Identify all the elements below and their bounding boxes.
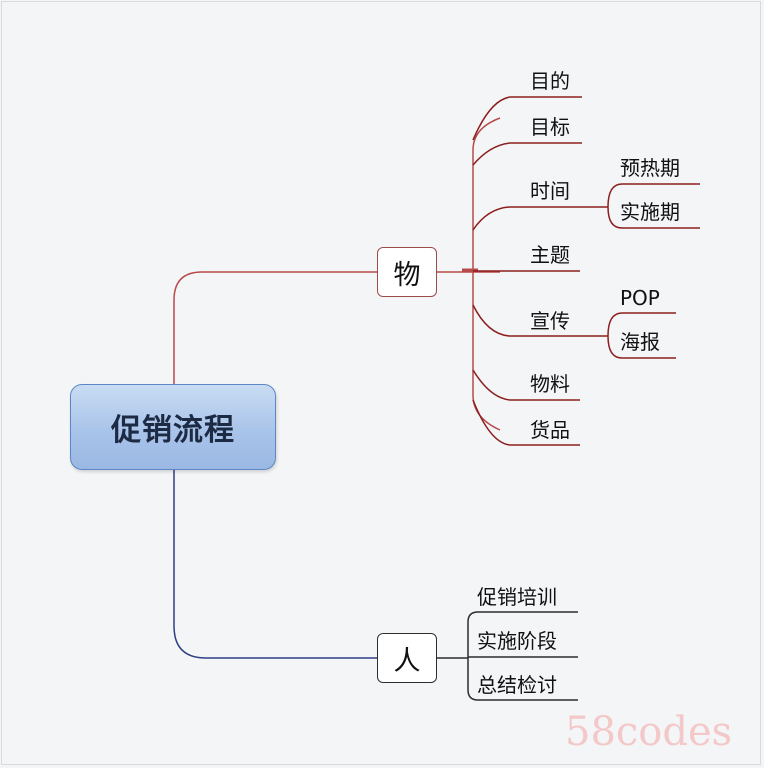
- connector-root-ren: [173, 470, 377, 659]
- connector-pop: [607, 312, 676, 337]
- node-wu-label: 物: [393, 259, 421, 291]
- root-node: 促销流程: [70, 384, 276, 470]
- connector-root-wu: [173, 271, 377, 384]
- node-wu: 物: [377, 247, 437, 297]
- leaf-wuliao: 物料: [530, 372, 570, 396]
- leaf-shishi-jieduan: 实施阶段: [477, 629, 557, 653]
- connector-zongjie-jiantao: [467, 658, 578, 701]
- connector-shishiqi: [607, 206, 700, 229]
- connector-wu-spine-vertical: [472, 117, 501, 431]
- node-ren: 人: [377, 633, 437, 683]
- leaf-zongjie-jiantao: 总结检讨: [477, 673, 557, 697]
- connector-mudi: [472, 96, 582, 141]
- leaf-huopin: 货品: [530, 418, 570, 442]
- node-ren-label: 人: [393, 645, 421, 677]
- connector-shijian: [472, 206, 608, 231]
- leaf-shishiqi: 实施期: [620, 200, 680, 224]
- leaf-yureqi: 预热期: [620, 156, 680, 180]
- leaf-shijian: 时间: [530, 179, 570, 203]
- leaf-pop: POP: [620, 286, 660, 310]
- root-label: 促销流程: [111, 413, 235, 448]
- connector-mubiao: [472, 142, 582, 166]
- leaf-zhuti: 主题: [530, 243, 570, 267]
- connector-huopin: [472, 399, 580, 446]
- leaf-cuxiao-peixun: 促销培训: [477, 585, 557, 609]
- connector-xuanchuan: [472, 304, 608, 337]
- leaf-xuanchuan: 宣传: [530, 309, 570, 333]
- connector-yurequ: [607, 183, 700, 208]
- connector-haibao: [607, 335, 676, 359]
- connector-wuliao: [472, 369, 580, 401]
- leaf-haibao: 海报: [620, 330, 660, 354]
- connector-cuxiao-peixun: [467, 611, 578, 658]
- watermark: 58codes: [565, 709, 733, 755]
- leaf-mudi: 目的: [530, 69, 570, 93]
- leaf-mubiao: 目标: [530, 115, 570, 139]
